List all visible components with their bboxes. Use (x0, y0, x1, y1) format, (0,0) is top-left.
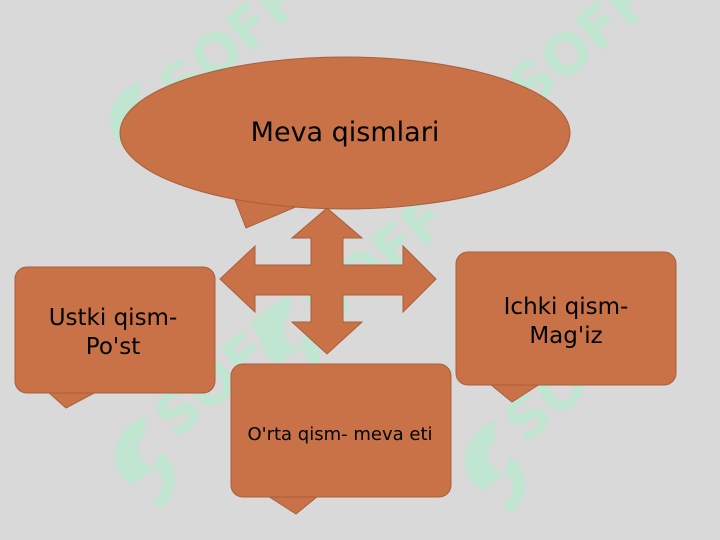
title-callout-bubble (119, 56, 571, 210)
quad-arrow-icon (219, 207, 437, 355)
inner-part-callout (455, 251, 677, 403)
middle-part-callout (230, 363, 452, 515)
watermark-logo-icon (114, 414, 175, 509)
outer-part-callout (14, 266, 216, 409)
diagram-title: Meva qismlari (250, 117, 440, 149)
title-callout (119, 56, 571, 229)
outer-part-callout-box (14, 266, 216, 394)
outer-part-label: Ustki qism- Po'st (48, 305, 178, 360)
watermark-logo-icon (464, 419, 525, 514)
inner-part-label: Ichki qism- Mag'iz (503, 294, 629, 349)
inner-part-callout-box (455, 251, 677, 386)
middle-part-callout-tail (266, 495, 320, 515)
outer-part-callout-tail (46, 391, 97, 409)
middle-part-callout-box (230, 363, 452, 498)
middle-part-label: O'rta qism- meva eti (247, 423, 433, 445)
